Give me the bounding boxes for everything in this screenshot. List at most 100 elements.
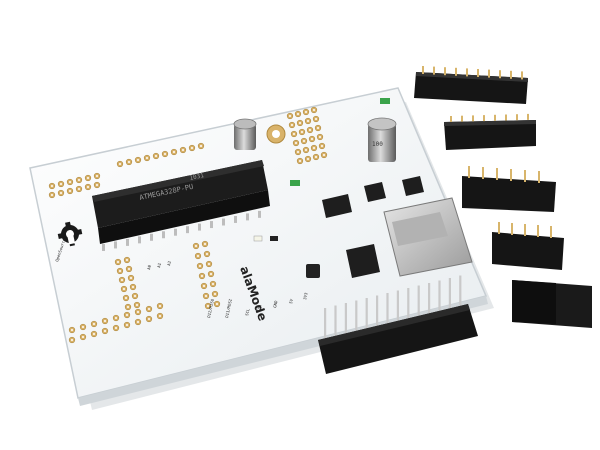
pad-hole (309, 129, 311, 131)
silkscreen-label: 3V3 (302, 292, 309, 301)
pad-hole (132, 286, 134, 288)
pad-hole (146, 157, 148, 159)
pad-hole (148, 308, 150, 310)
pad-hole (293, 133, 295, 135)
pad-array-bottom-left (68, 240, 221, 344)
loose-pin (498, 222, 500, 234)
pad-array-left (48, 172, 101, 199)
header-pin (407, 288, 410, 318)
loose-pin (538, 171, 540, 183)
chip-pins (102, 210, 261, 251)
chip-pin (138, 236, 141, 244)
header-pin (396, 290, 399, 321)
capacitor-label: 100 (372, 141, 383, 148)
pad-hole (203, 285, 205, 287)
loose-pin (550, 226, 552, 238)
header-pin (428, 283, 431, 313)
pad-hole (197, 255, 199, 257)
chip-code: 1031 (189, 172, 205, 182)
pad-hole (119, 270, 121, 272)
pad-hole (137, 321, 139, 323)
pad-hole (126, 259, 128, 261)
silkscreen-label: 5V (288, 298, 294, 304)
pad-hole (295, 142, 297, 144)
chip-pin (222, 218, 225, 226)
pad-hole (323, 154, 325, 156)
chip-pin (174, 228, 177, 236)
pad-hole (115, 327, 117, 329)
silkscreen-label: SCL (244, 308, 251, 317)
pad-hole (130, 277, 132, 279)
pad-hole (117, 261, 119, 263)
header-pin (344, 303, 347, 333)
led-green-2 (380, 98, 390, 104)
smd-chip-3 (364, 182, 386, 202)
alamode-board: ATMEGA328P-PU 1031 100 (29, 87, 488, 406)
loose-pin (461, 115, 463, 122)
pad-hole (96, 175, 98, 177)
pad-hole (87, 186, 89, 188)
silkscreen-label: D12/MISO (206, 298, 215, 318)
pad-hole (82, 326, 84, 328)
loose-pin (422, 66, 424, 74)
pad-hole (315, 156, 317, 158)
chip-pin (246, 213, 249, 221)
chip-pin (258, 210, 261, 218)
pad-hole (305, 149, 307, 151)
pad-hole (137, 159, 139, 161)
pad-hole (206, 253, 208, 255)
pad-hole (216, 303, 218, 305)
pad-hole (136, 304, 138, 306)
loose-pin (524, 170, 526, 182)
pad-hole (299, 160, 301, 162)
pad-hole (115, 317, 117, 319)
header-pin (459, 275, 462, 306)
chip-pin (210, 221, 213, 229)
smd-chip-1 (322, 194, 352, 218)
pad-hole (159, 315, 161, 317)
pad-hole (319, 136, 321, 138)
loose-pin (455, 67, 457, 76)
silkscreen-label: SDA (256, 304, 263, 313)
pad-hole (104, 320, 106, 322)
silkscreen-label: A0 (146, 264, 152, 270)
led-white (253, 235, 263, 242)
pad-hole (104, 330, 106, 332)
pad-hole (207, 305, 209, 307)
pad-hole (315, 118, 317, 120)
pad-hole (121, 279, 123, 281)
led-green (290, 180, 300, 186)
pad-hole (313, 109, 315, 111)
smd-chip-4 (402, 176, 424, 196)
loose-pin (516, 114, 518, 121)
pad-array-middle (286, 106, 328, 165)
pad-hole (173, 151, 175, 153)
pad-hole (303, 140, 305, 142)
header-pin (365, 298, 368, 328)
pad-hole (134, 295, 136, 297)
pad-hole (127, 306, 129, 308)
header-pin (324, 308, 327, 338)
pad-hole (126, 314, 128, 316)
loose-pin (510, 169, 512, 181)
pad-hole (297, 113, 299, 115)
pad-hole (96, 184, 98, 186)
pad-hole (51, 194, 53, 196)
loose-pin (494, 114, 496, 121)
pad-hole (299, 122, 301, 124)
pad-hole (307, 120, 309, 122)
header-pin (334, 305, 337, 336)
silkscreen-label: A2 (166, 260, 172, 266)
open-hardware-gear-icon (57, 221, 83, 247)
pad-hole (60, 192, 62, 194)
header-pin (386, 293, 389, 323)
pad-hole (126, 324, 128, 326)
pad-hole (313, 147, 315, 149)
pad-hole (137, 311, 139, 313)
pad-hole (78, 188, 80, 190)
loose-header-8pin (444, 120, 536, 150)
loose-pin (496, 168, 498, 180)
loose-pin (477, 69, 479, 77)
loose-pin (468, 166, 470, 178)
